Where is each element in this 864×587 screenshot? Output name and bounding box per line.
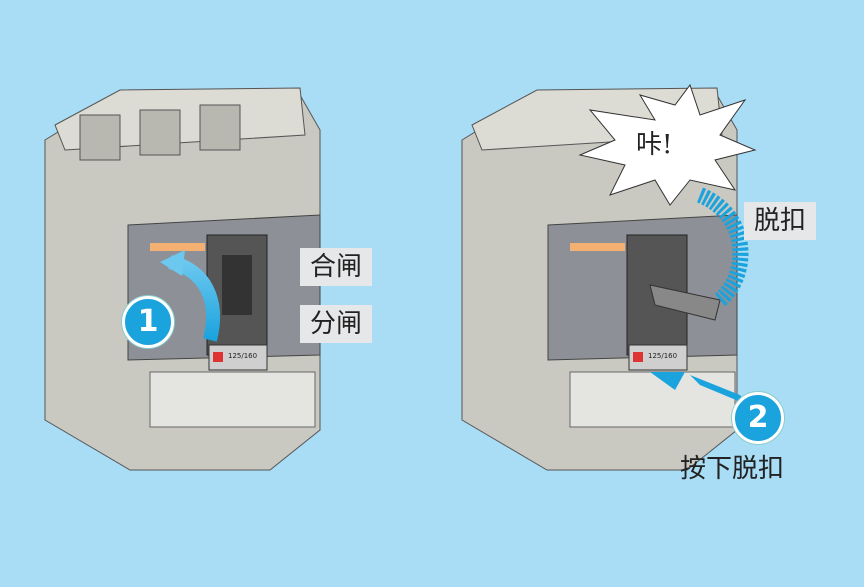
close-label: 合闸 [300,248,373,286]
step-1-badge: 1 [122,296,174,348]
press-arrow [650,372,685,390]
step-2-badge: 2 [732,392,784,444]
arrow-head [160,250,185,276]
circuit-breaker-left [44,87,321,471]
trip-arrow [696,187,749,307]
burst-shape [578,83,757,206]
open-label: 分闸 [300,305,373,343]
circuit-breaker-right [461,83,757,471]
rating-label: 125/160 [648,352,678,360]
rating-label: 125/160 [228,352,258,360]
click-sound-label: 咔! [636,130,673,160]
trip-label: 脱扣 [744,202,817,240]
press-trip-label: 按下脱扣 [680,454,785,484]
